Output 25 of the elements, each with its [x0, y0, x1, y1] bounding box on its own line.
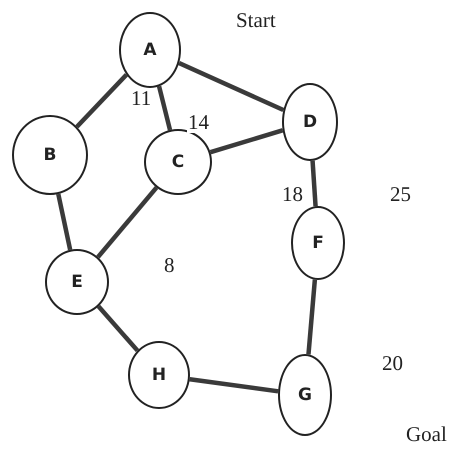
connector-line: [75, 73, 128, 128]
connector-line: [306, 280, 318, 355]
edge-label: 14: [187, 112, 210, 133]
node-label: C: [172, 152, 184, 172]
node-label: A: [143, 40, 157, 60]
connector-line: [210, 128, 284, 154]
node-label: D: [302, 112, 318, 132]
weight-label: Goal: [406, 424, 447, 445]
weight-label: 20: [382, 353, 403, 374]
connector-line: [156, 86, 172, 130]
node-label: H: [152, 365, 166, 385]
connector-line: [96, 304, 140, 352]
connector-line: [178, 61, 284, 112]
connector-line: [189, 376, 278, 394]
node-circle: [45, 249, 109, 315]
connector-line: [56, 194, 72, 250]
weight-label: Start: [236, 10, 276, 31]
node-label: B: [44, 145, 56, 165]
weight-label: 8: [164, 255, 174, 276]
connector-line: [310, 160, 318, 206]
node-label: E: [71, 272, 83, 292]
node-label: G: [298, 385, 312, 405]
node-label: F: [312, 233, 324, 253]
connector-line: [96, 186, 158, 259]
weight-label: 25: [390, 184, 411, 205]
